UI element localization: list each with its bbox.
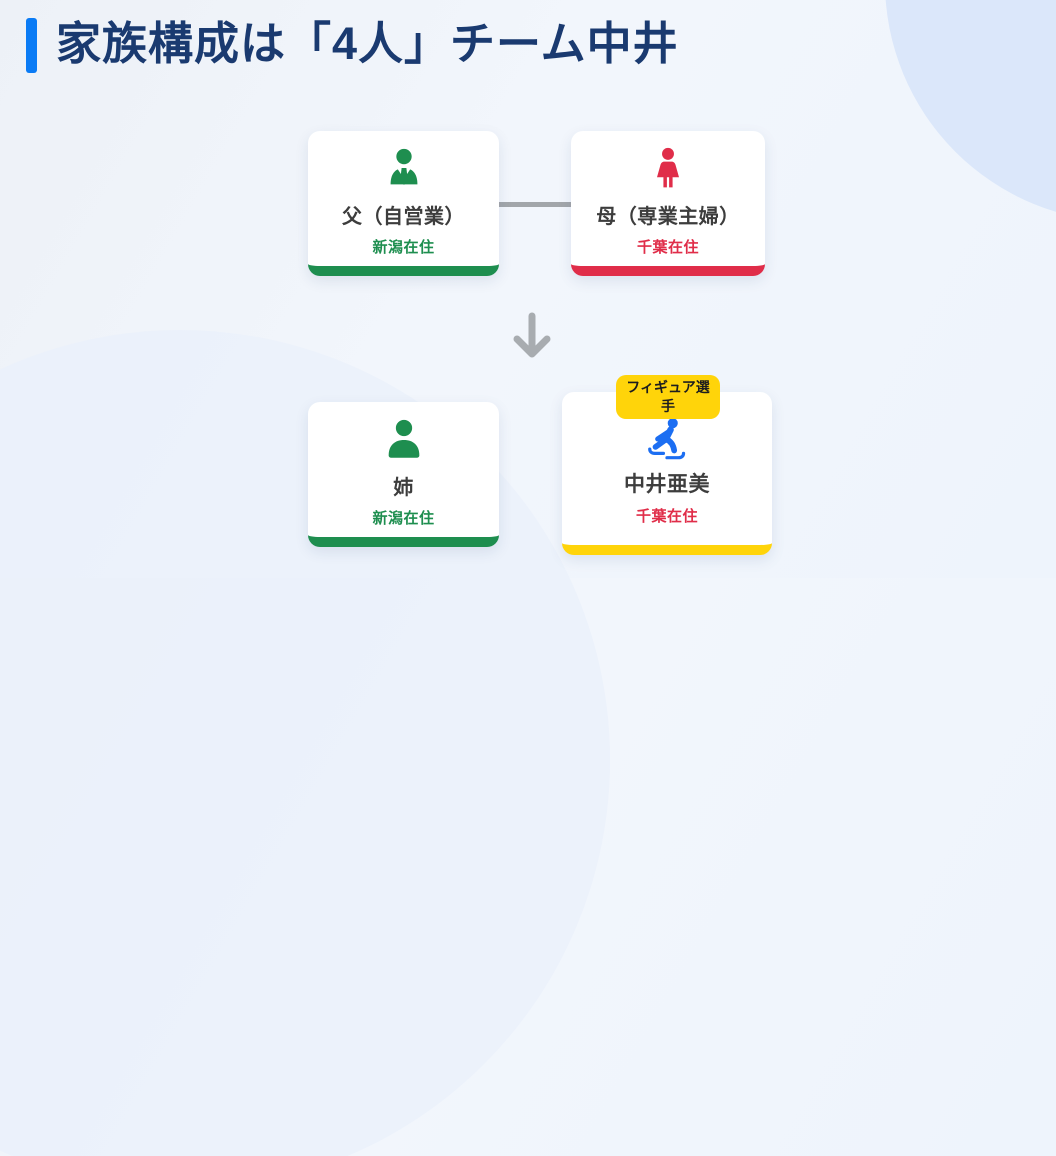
person-icon xyxy=(381,415,427,465)
parents-connector-line xyxy=(495,202,575,207)
figure-skater-badge: フィギュア選手 xyxy=(616,375,720,419)
background-circle-top-right xyxy=(885,0,1056,222)
card-sister-name: 姉 xyxy=(393,477,414,499)
card-mother: 母（専業主婦） 千葉在住 xyxy=(571,131,765,276)
card-ami: 中井亜美 千葉在住 xyxy=(562,392,772,555)
card-mother-name: 母（専業主婦） xyxy=(596,206,740,228)
page-header: 家族構成は「4人」チーム中井 xyxy=(26,14,679,74)
card-sister: 姉 新潟在住 xyxy=(308,402,499,547)
card-ami-location: 千葉在住 xyxy=(635,508,698,525)
card-father-name: 父（自営業） xyxy=(342,206,465,228)
card-father: 父（自営業） 新潟在住 xyxy=(308,131,499,276)
card-ami-name: 中井亜美 xyxy=(624,473,710,496)
down-arrow-icon xyxy=(508,310,556,367)
page-title: 家族構成は「4人」チーム中井 xyxy=(56,18,679,69)
title-accent-bar xyxy=(26,18,37,73)
background-circle-bottom-left xyxy=(0,330,610,1156)
card-father-location: 新潟在住 xyxy=(372,239,435,256)
card-mother-location: 千葉在住 xyxy=(636,239,699,256)
figure-skater-icon xyxy=(644,416,690,462)
woman-icon xyxy=(646,144,690,194)
card-sister-location: 新潟在住 xyxy=(372,510,435,527)
businessman-icon xyxy=(381,144,427,194)
